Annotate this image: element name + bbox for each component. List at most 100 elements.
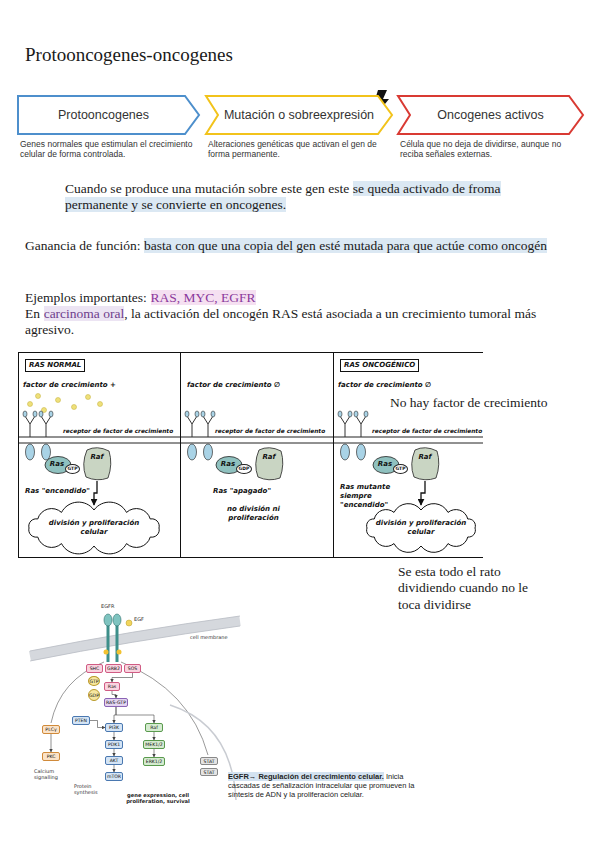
text-block: EGFR [101, 603, 131, 609]
node-text: receptor de factor de crecimiento [63, 427, 173, 436]
signal-arrow [94, 481, 97, 505]
node-label: Ras [376, 460, 394, 469]
pathway-arrow [154, 732, 155, 740]
text-block: Cuando se produce una mutación sobre est… [65, 181, 535, 214]
node-label: Protooncogenes [24, 96, 183, 134]
node-label: Ras [48, 460, 66, 469]
note-text: Ganancia de función: [25, 238, 140, 253]
pathway-box: MEK1/2 [143, 740, 165, 749]
node-label: GDP [89, 693, 99, 698]
node-label: Raf [150, 725, 158, 730]
node-label: GRB2 [107, 666, 120, 671]
raf-protein: Raf [410, 447, 440, 481]
node-label: SHC [90, 666, 100, 671]
node-label: Raf [262, 453, 275, 462]
node-label: RAS NORMAL [25, 359, 85, 372]
pathway-arrow [116, 707, 154, 723]
note-text: RAS, MYC, EGFR [151, 290, 256, 305]
text-block: gene expression, cell proliferation, sur… [118, 792, 198, 804]
comic-panel: factor de crecimiento ∅receptor de facto… [180, 352, 334, 558]
node-label: Mutación o sobreexpresión [222, 96, 376, 134]
nucleotide-circle: GTP [88, 676, 100, 686]
node-text: GTP [65, 464, 80, 474]
node-label: Ras [108, 684, 116, 689]
process-chevron: Oncogenes activosCélula que no deja de d… [398, 96, 583, 166]
ras-protein: RasGDP [215, 456, 251, 475]
pathway-box: mTOR [105, 772, 123, 781]
raf-outline [82, 447, 112, 481]
node-text: Genes normales que estimulan el crecimie… [20, 139, 197, 159]
pathway-arrow [114, 732, 115, 740]
pathway-arrow [114, 749, 115, 756]
text-block: EGF [134, 616, 154, 622]
note-text: EGFR→ Regulación del crecimiento celular… [228, 772, 384, 781]
node-text: GDP [236, 464, 252, 474]
text-block: Ejemplos importantes: RAS, MYC, EGFR [25, 290, 525, 306]
node-label: ERK1/2 [146, 759, 163, 764]
text-block: EGFR→ Regulación del crecimiento celular… [228, 772, 416, 799]
pathway-box: PLCγ [42, 725, 60, 734]
comic-panel: RAS ONCOGÉNICO factor de crecimiento ∅ rec… [333, 352, 483, 558]
node-label: PTEN [75, 718, 87, 723]
outcome-cloud: división y proliferación celular [362, 505, 480, 551]
note-text: Ejemplos importantes: [25, 290, 147, 305]
page-title: Protooncogenes-oncogenes [25, 44, 233, 66]
node-text: factor de crecimiento ∅ [338, 381, 431, 390]
signal-arrow [421, 481, 425, 505]
pathway-arrow [90, 721, 105, 728]
node-text: receptor de factor de crecimiento [372, 427, 482, 436]
nucleotide-circle: GDP [88, 689, 101, 702]
note-text: Se esta todo el rato dividiendo cuando n… [398, 564, 528, 612]
note-text: Protein synthesis [74, 783, 98, 795]
raf-protein: Raf [82, 447, 112, 481]
process-chevron: Mutación o sobreexpresiónAlteraciones ge… [206, 96, 392, 166]
pathway-box: STAT [200, 757, 218, 765]
note-text: No hay factor de crecimiento [390, 395, 547, 410]
node-text: receptor de factor de crecimiento [215, 427, 325, 436]
node-text: Ras "apagado" [213, 487, 271, 496]
pathway-box: Ras [104, 682, 120, 691]
node-text: Célula que no deja de dividirse, aunque … [400, 139, 581, 159]
egfr-figure [30, 614, 240, 800]
pathway-arrow [112, 673, 133, 682]
note-text: basta con que una copia del gen esté mut… [144, 238, 547, 253]
text-block: Ganancia de función: basta con que una co… [25, 238, 585, 254]
note-text: Cuando se produce una mutación sobre est… [65, 181, 349, 196]
node-label: Raf [90, 453, 103, 462]
note-text: EGFR [101, 603, 114, 609]
pathway-box: RAS-GTP [104, 698, 128, 707]
pathway-arrow [154, 749, 155, 757]
node-label: PDK1 [108, 742, 120, 747]
outcome-cloud: división y proliferación celular [24, 505, 164, 551]
pathway-box: PI3K [105, 723, 123, 732]
raf-outline [410, 447, 440, 481]
node-label: PKC [47, 754, 56, 759]
node-label: GTP [90, 679, 99, 684]
note-text: En [25, 306, 40, 321]
node-text: Alteraciones genéticas que activan el ge… [208, 139, 390, 159]
node-label: PLCγ [45, 727, 56, 732]
note-text: EGF [134, 616, 144, 622]
pathway-box: SHC [86, 664, 103, 673]
text-block: Encarcinoma oral, la activación del onco… [25, 306, 565, 339]
node-label: división y proliferación celular [375, 519, 467, 537]
node-label: RAS ONCOGÉNICO [340, 359, 419, 372]
node-label: división y proliferación celular [48, 519, 140, 537]
pathway-box: SOS [124, 664, 141, 673]
text-block: No hay factor de crecimiento [390, 395, 585, 411]
node-label: Oncogenes activos [414, 96, 567, 134]
pathway-box: ERK1/2 [143, 757, 165, 766]
node-label: SOS [128, 666, 137, 671]
cell-membrane [18, 437, 483, 443]
text-block: Protein synthesis [74, 783, 102, 795]
node-label: STAT [204, 759, 215, 764]
ras-protein: RasGTP [44, 456, 80, 475]
node-label: Raf [418, 453, 431, 462]
text-block: Se esta todo el rato dividiendo cuando n… [398, 564, 538, 613]
text-block: cell membrane [190, 634, 235, 640]
node-text: no división ni proliferación [206, 505, 301, 523]
pathway-box: STAT [200, 768, 218, 776]
pathway-box: Raf [145, 723, 163, 732]
node-text: factor de crecimiento + [23, 381, 116, 390]
